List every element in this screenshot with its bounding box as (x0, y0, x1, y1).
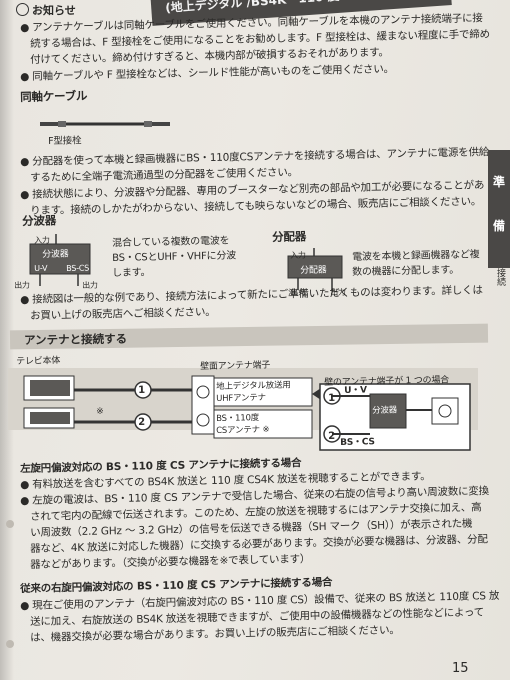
splitter-in-label: 入力 (34, 235, 50, 245)
coax-cable-illustration (40, 121, 170, 127)
distributor-diagram (287, 248, 343, 290)
side-tab-char: 備 (492, 219, 505, 233)
plug-label: F型接栓 (48, 135, 82, 147)
note-mark: ※ (96, 406, 104, 417)
wall-single-label: 壁のアンテナ端子が 1 つの場合 (324, 375, 450, 388)
info-icon (16, 3, 29, 16)
uhf-antenna-label: UHFアンテナ (216, 392, 267, 404)
bs-antenna-label: CSアンテナ ※ (216, 424, 270, 436)
notice-heading: お知らせ (16, 2, 76, 18)
distributor-in-label: 入力 (290, 250, 306, 260)
distributor-box-label: 分配器 (300, 265, 327, 276)
splitter-diagram (29, 234, 91, 286)
splitter-desc: BS・CSとUHF・VHFに分波 (112, 250, 237, 264)
connection-note: お買い上げの販売店へご相談ください。 (30, 306, 216, 322)
section-title: アンテナと接続する (23, 331, 128, 348)
side-tab-char: 準 (492, 175, 505, 189)
wall-terminal-label: 壁面アンテナ端子 (200, 360, 271, 372)
binding-hole (6, 640, 14, 648)
page-shadow (0, 0, 14, 680)
tv-body-label: テレビ本体 (16, 356, 61, 367)
splitter-port-bscs: BS-CS (66, 263, 90, 273)
notice-label: お知らせ (32, 4, 76, 17)
splitter-title: 分波器 (22, 213, 57, 228)
uv-label: U・V (344, 385, 367, 396)
section-bar: アンテナと接続する (9, 323, 489, 350)
port-1-label: 1 (138, 384, 146, 396)
splitter-port-uv: U-V (34, 263, 48, 273)
binding-hole (6, 520, 14, 528)
diagram-port-2: 2 (328, 430, 336, 442)
antenna-connection-diagram (8, 368, 478, 451)
side-tab-sub: 接続 (495, 268, 505, 286)
distributor-desc: 数の機器に分配します。 (352, 264, 460, 278)
cable-title: 同軸ケーブル (20, 88, 88, 104)
splitter-desc: します。 (112, 267, 151, 279)
port-2-label: 2 (138, 416, 146, 428)
distributor-desc: 電波を本機と録画機器など複 (352, 249, 480, 263)
bscs-label: BS・CS (340, 437, 375, 448)
splitter-out-label: 出力 (14, 280, 30, 290)
side-tab: 準 備 (488, 150, 510, 268)
diagram-port-1: 1 (328, 392, 336, 404)
diagram-splitter-label: 分波器 (372, 405, 398, 416)
distributor-title: 分配器 (272, 229, 307, 244)
page-number: 15 (452, 661, 469, 676)
